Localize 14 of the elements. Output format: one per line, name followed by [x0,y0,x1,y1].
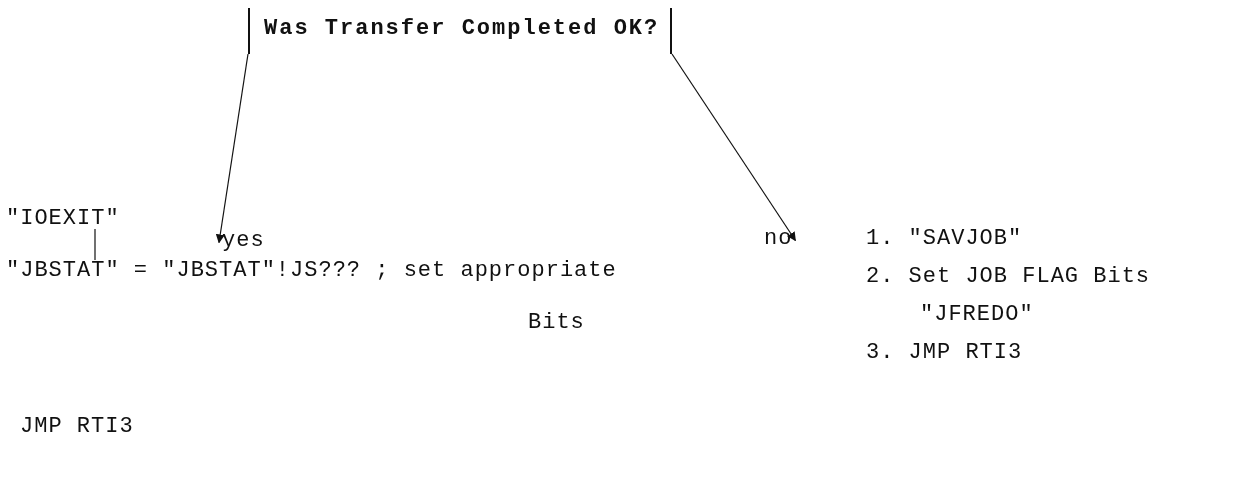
connector-line [94,228,96,261]
step-text: JMP RTI3 [20,413,135,441]
step-text: 2. Set JOB FLAG Bits "JFREDO" [866,263,1152,329]
routine-name: "IOEXIT" [6,206,120,231]
statement-text: "JBSTAT" = "JBSTAT"!JS??? ; set appropriate [6,258,617,283]
decision-text: Was Transfer Completed OK? [264,16,660,41]
branch-label: yes [222,228,265,253]
arrow [671,53,796,242]
statement-text: Bits [528,310,585,335]
arrow [215,53,249,244]
branch-label: no [764,226,793,251]
step-text: 3. JMP RTI3 [866,339,1024,367]
step-text: 1. "SAVJOB" [866,225,1024,253]
decision-bracket [248,8,672,54]
